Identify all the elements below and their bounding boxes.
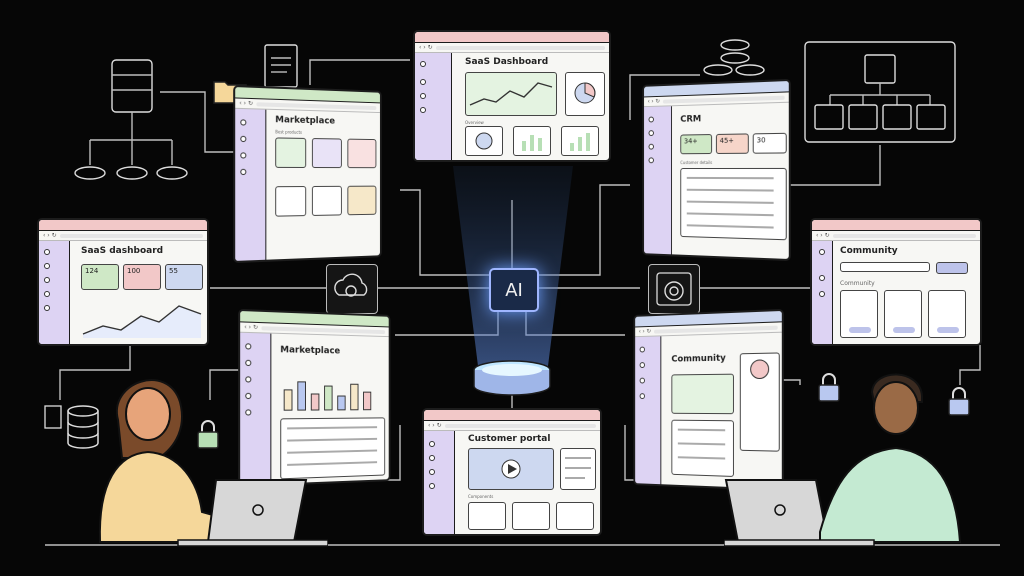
saas-dashboard-left-window: ‹ › ↻ SaaS dashboard 124 100 55 xyxy=(37,218,209,346)
document-icon xyxy=(44,405,62,429)
window-title: SaaS Dashboard xyxy=(465,57,549,67)
play-icon xyxy=(501,459,521,479)
saas-dashboard-window: ‹ › ↻ SaaS Dashboard Overview xyxy=(413,30,611,162)
marketplace-bottom-window: ‹ › ↻ Marketplace xyxy=(238,308,391,488)
person-right xyxy=(724,373,962,547)
database-icon xyxy=(67,405,99,449)
ai-label: AI xyxy=(505,279,523,301)
community-window: ‹ › ↻ Community Community xyxy=(810,218,982,346)
crm-window: ‹ › ↻ CRM 34+ 45+ 30 Customer details xyxy=(642,78,791,262)
marketplace-window: ‹ › ↻ Marketplace Best products xyxy=(233,84,382,264)
person-left xyxy=(98,379,328,547)
lock-icon xyxy=(197,420,219,449)
ai-pedestal xyxy=(473,360,551,396)
lock-icon xyxy=(818,373,840,402)
cloud-gear-icon xyxy=(326,264,378,314)
ai-light-beam xyxy=(453,166,573,366)
customer-portal-window: ‹ › ↻ Customer portal Components xyxy=(422,408,602,536)
lock-icon xyxy=(948,387,970,416)
shield-gear-icon xyxy=(648,264,700,314)
ai-chip: AI xyxy=(489,268,539,312)
